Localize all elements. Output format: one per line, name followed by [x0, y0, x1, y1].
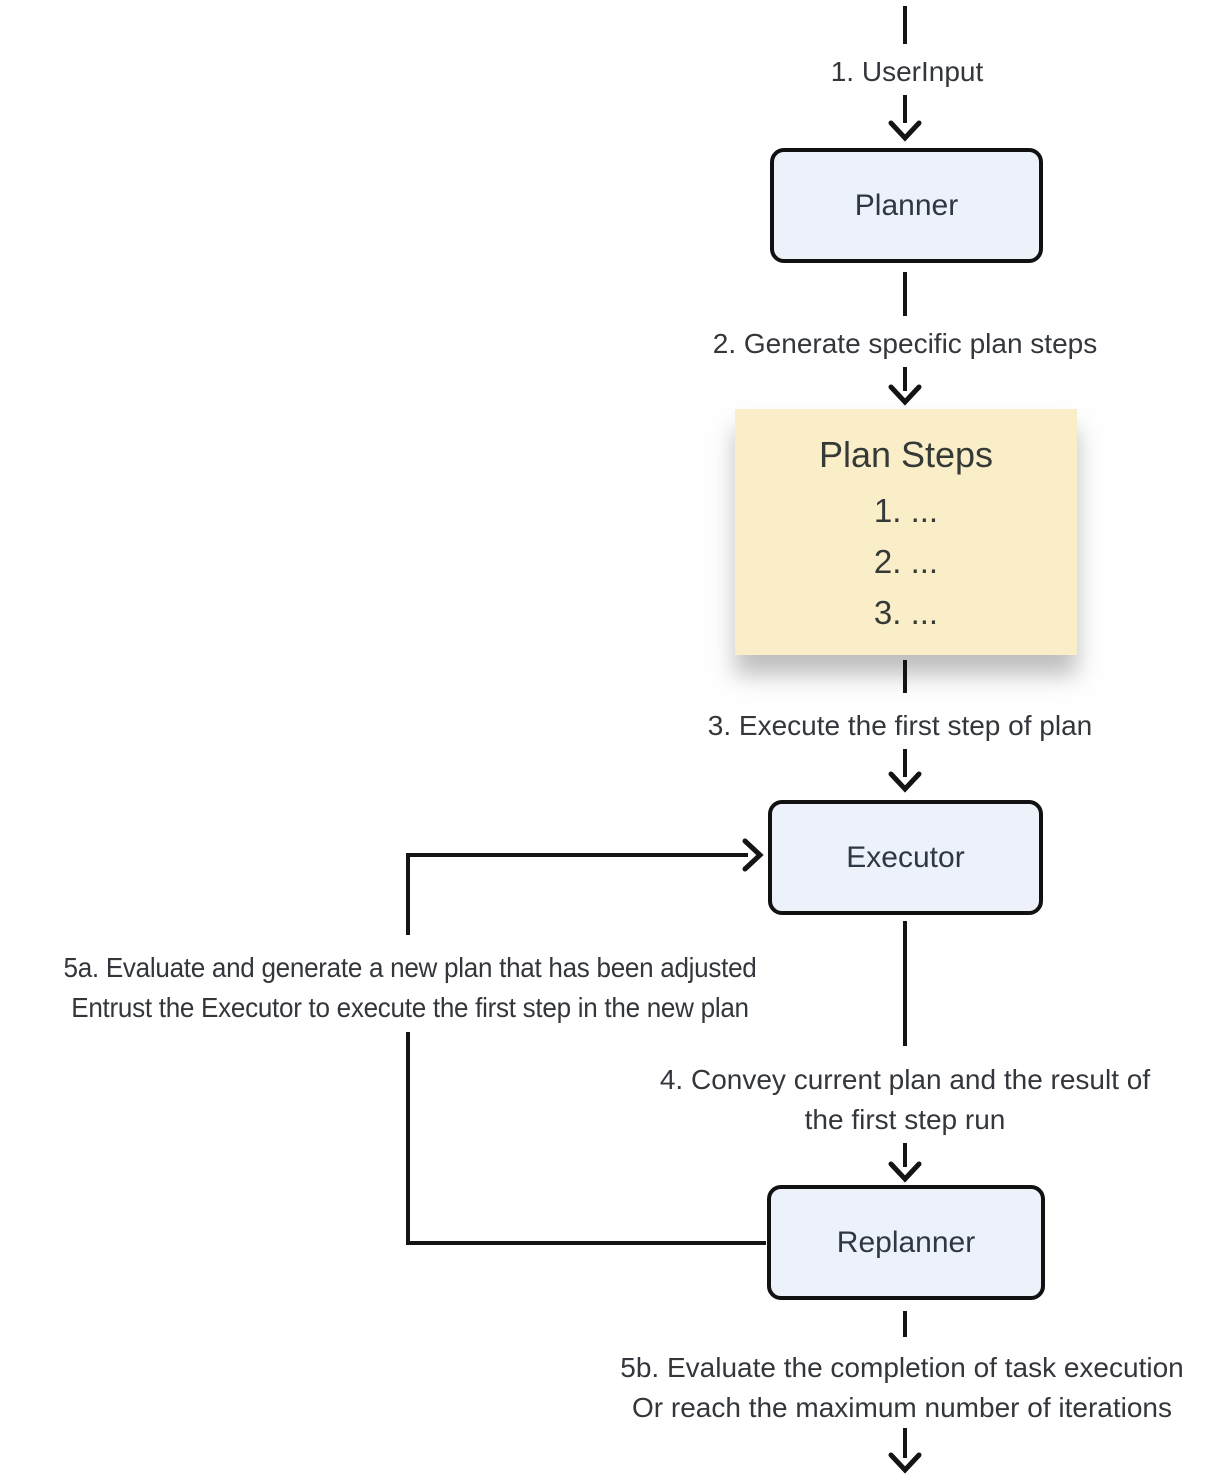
- arrowhead-down-icon: [888, 1161, 922, 1183]
- edge-label-replan: 5a. Evaluate and generate a new plan tha…: [64, 948, 757, 1028]
- arrowhead-down-icon: [888, 120, 922, 142]
- edge-label-convey-line1: 4. Convey current plan and the result of: [659, 1064, 1151, 1095]
- arrow-line-to-executor: [903, 749, 907, 777]
- node-executor: Executor: [768, 800, 1043, 915]
- edge-label-finish-line1: 5b. Evaluate the completion of task exec…: [620, 1352, 1184, 1383]
- edge-label-user-input: 1. UserInput: [830, 56, 984, 87]
- edge-label-finish: 5b. Evaluate the completion of task exec…: [620, 1348, 1183, 1428]
- arrowhead-down-icon: [888, 771, 922, 793]
- edge-label-replan-line1: 5a. Evaluate and generate a new plan tha…: [63, 952, 757, 983]
- arrow-line-to-planner: [903, 95, 907, 123]
- plan-step-item: 3. ...: [873, 594, 939, 631]
- edge-label-convey: 4. Convey current plan and the result of…: [660, 1060, 1150, 1140]
- node-replanner: Replanner: [767, 1185, 1045, 1300]
- loop-line-left-lower: [406, 1032, 410, 1245]
- connector-executor-out: [903, 921, 907, 1046]
- arrowhead-down-icon: [888, 1452, 922, 1474]
- arrow-line-to-plan-steps: [903, 367, 907, 391]
- plan-step-item: 1. ...: [873, 492, 939, 529]
- node-replanner-label: Replanner: [836, 1225, 976, 1259]
- edge-label-finish-line2: Or reach the maximum number of iteration…: [632, 1392, 1172, 1423]
- connector-planner-out: [903, 272, 907, 316]
- plan-steps-title: Plan Steps: [818, 434, 994, 475]
- arrowhead-right-icon: [742, 838, 764, 872]
- edge-label-replan-line2: Entrust the Executor to execute the firs…: [71, 992, 749, 1023]
- connector-replanner-out: [903, 1311, 907, 1337]
- plan-steps-list: 1. ... 2. ... 3. ...: [874, 485, 938, 638]
- node-planner-label: Planner: [854, 188, 959, 222]
- arrow-line-bottom-out: [903, 1428, 907, 1458]
- connector-plan-steps-out: [903, 660, 907, 693]
- node-planner: Planner: [770, 148, 1043, 263]
- plan-step-item: 2. ...: [873, 543, 939, 580]
- connector-top-in: [903, 6, 907, 44]
- node-plan-steps: Plan Steps 1. ... 2. ... 3. ...: [735, 409, 1077, 655]
- loop-line-left-upper: [406, 853, 410, 935]
- loop-line-top: [406, 853, 748, 857]
- loop-line-bottom: [406, 1241, 766, 1245]
- edge-label-generate: 2. Generate specific plan steps: [712, 328, 1098, 359]
- arrowhead-down-icon: [888, 384, 922, 406]
- node-executor-label: Executor: [846, 840, 965, 874]
- edge-label-convey-line2: the first step run: [804, 1104, 1006, 1135]
- edge-label-execute: 3. Execute the first step of plan: [707, 710, 1093, 741]
- arrow-line-to-replanner: [903, 1143, 907, 1167]
